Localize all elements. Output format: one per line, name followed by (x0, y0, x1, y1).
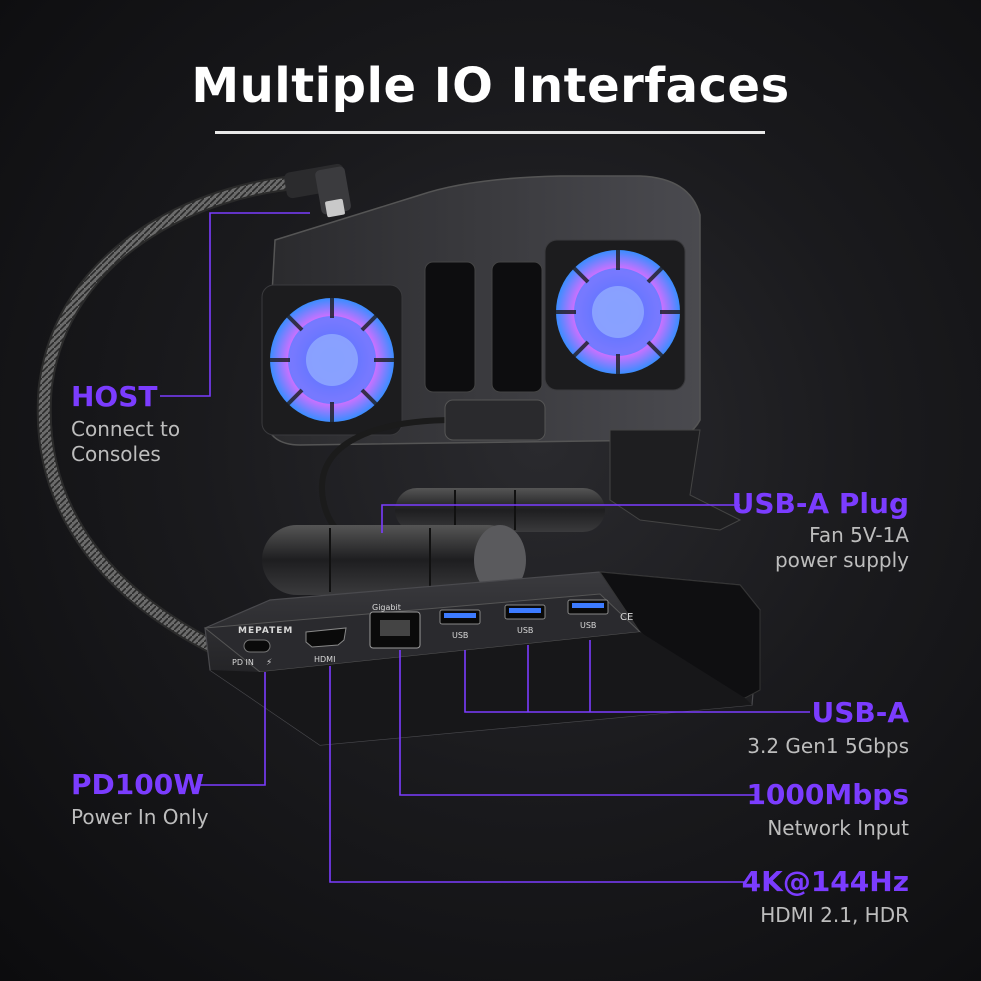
usb-a-callout-line: 3.2 Gen1 5Gbps (747, 734, 909, 758)
ethernet-callout-line: Network Input (767, 816, 909, 840)
usb-plug-callout-title: USB-A Plug (731, 487, 909, 520)
page-title: Multiple IO Interfaces (191, 58, 790, 114)
support-rod (395, 488, 605, 532)
hdmi-port-label: HDMI (314, 655, 335, 664)
support-rod (262, 525, 522, 595)
ce-mark-icon: CE (620, 612, 633, 623)
cooling-fan-icon (544, 239, 686, 391)
brand-logo: MEPATEM (238, 626, 293, 636)
pd-callout-line: Power In Only (71, 805, 209, 829)
ethernet-callout-title: 1000Mbps (746, 778, 909, 811)
pd-callout-title: PD100W (71, 768, 205, 801)
usb-port-label: USB (580, 621, 596, 630)
usb-a-port: USB (504, 604, 546, 635)
host-callout-title: HOST (71, 380, 158, 413)
host-callout-line: Connect to (71, 417, 181, 441)
pd-in-port: PD IN ⚡ (232, 639, 272, 668)
ethernet-port: Gigabit (369, 603, 421, 649)
lightning-icon: ⚡ (266, 658, 272, 668)
usb-plug-callout-line: Fan 5V-1A (809, 523, 909, 547)
callout-leader-lines (160, 212, 810, 883)
usb-plug-callout-line: power supply (774, 548, 909, 572)
hdmi-callout-line: HDMI 2.1, HDR (760, 903, 909, 927)
hdmi-callout-title: 4K@144Hz (741, 865, 909, 898)
hdmi-port: HDMI (305, 627, 347, 664)
usb-port-label: USB (517, 626, 533, 635)
cooling-fan-icon (261, 284, 403, 436)
usb-a-callout-title: USB-A (811, 696, 909, 729)
gigabit-label: Gigabit (372, 603, 401, 612)
title-underline (215, 131, 765, 134)
usb-a-port: USB (439, 609, 481, 640)
usb-a-port: USB (567, 599, 609, 630)
usb-port-label: USB (452, 631, 468, 640)
usb-c-connector-icon (284, 163, 351, 218)
pd-in-label: PD IN (232, 658, 254, 667)
host-callout-line: Consoles (71, 442, 161, 466)
